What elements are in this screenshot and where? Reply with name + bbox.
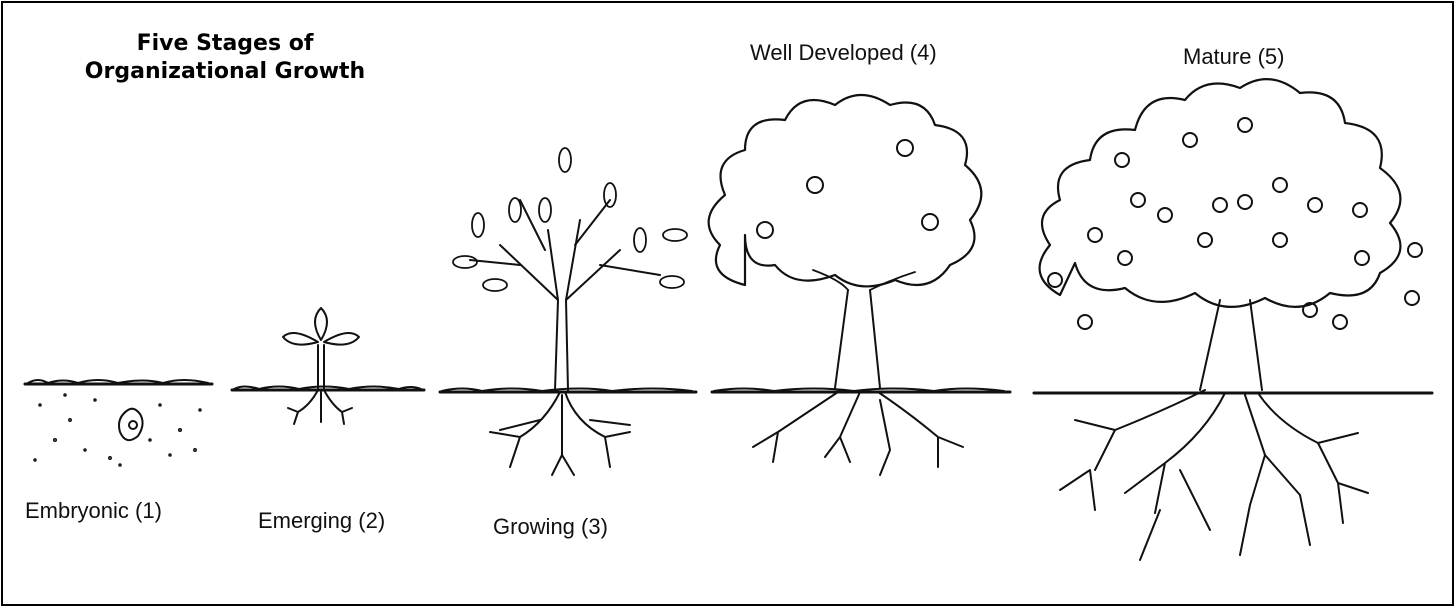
mature-fruit <box>1048 118 1422 329</box>
stage-label-emerging: Emerging (2) <box>258 508 385 534</box>
embryonic-seed-illustration <box>25 380 212 466</box>
stage-label-growing: Growing (3) <box>493 514 608 540</box>
stage-label-embryonic: Embryonic (1) <box>25 498 162 524</box>
stage-label-well-developed: Well Developed (4) <box>750 40 937 66</box>
well-developed-fruit <box>757 140 938 238</box>
growing-leaves <box>453 148 687 291</box>
emerging-sprout-illustration <box>232 308 424 424</box>
mature-canopy <box>1040 79 1401 307</box>
well-developed-canopy <box>709 95 982 286</box>
mature-tree-illustration <box>1034 79 1432 560</box>
well-developed-tree-illustration <box>709 95 1010 475</box>
seed-icon <box>119 409 143 441</box>
growing-tree-illustration <box>440 148 696 475</box>
stage-label-mature: Mature (5) <box>1183 44 1284 70</box>
